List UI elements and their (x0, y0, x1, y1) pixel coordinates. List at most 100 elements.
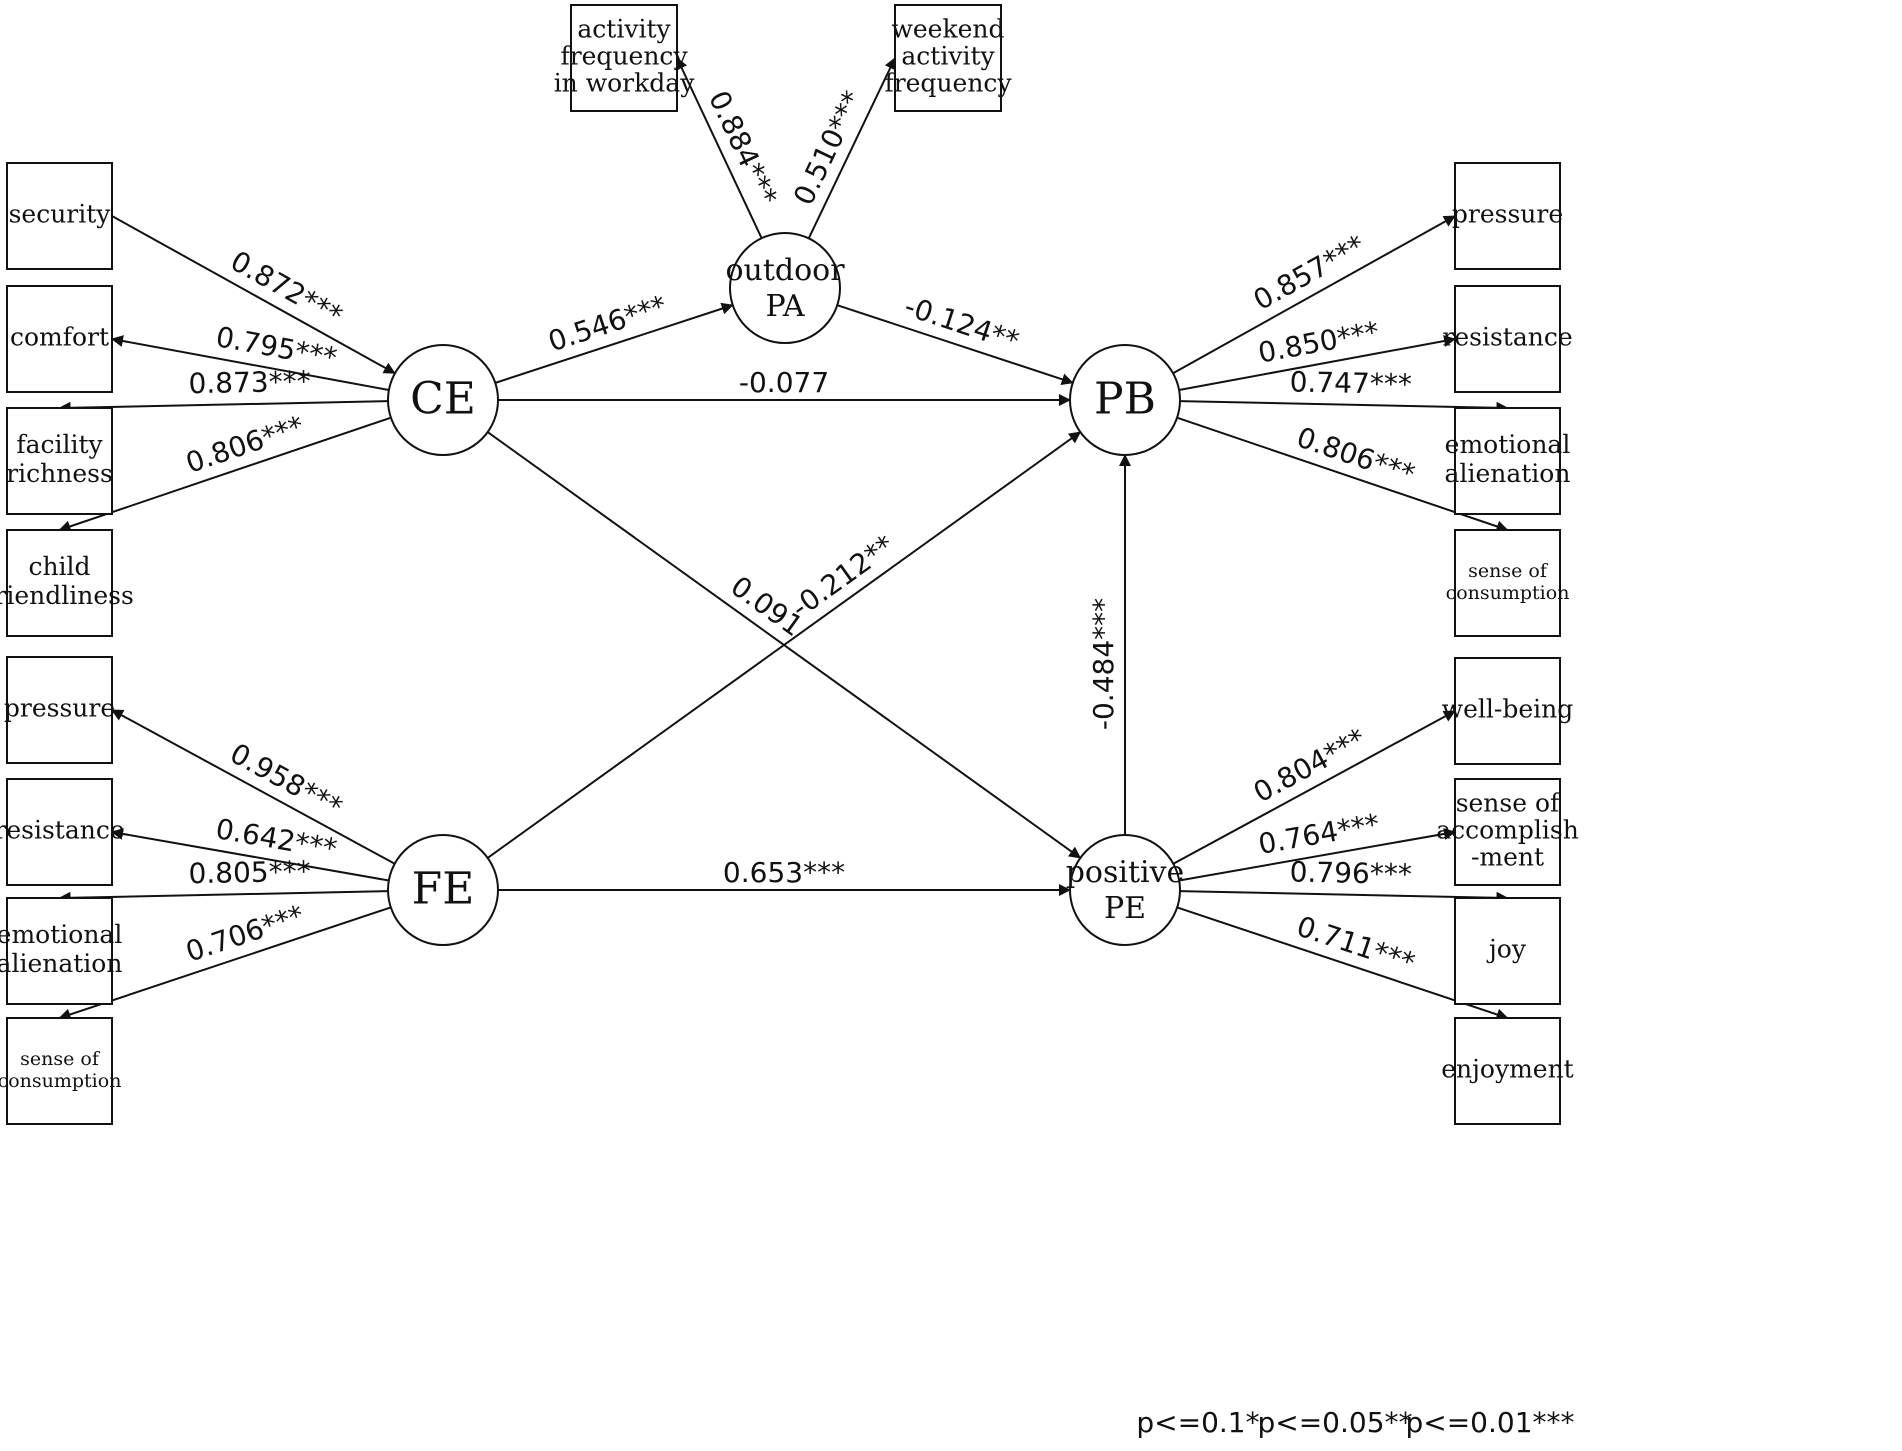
loading-label-ce-facility-richness: 0.873*** (188, 365, 311, 401)
indicator-label-ce-child-friendliness: friendliness (0, 581, 134, 610)
indicator-label-fe-resistance: resistance (0, 816, 125, 845)
indicator-box-fe-resistance (6, 778, 113, 886)
indicator-label-ce-comfort: comfort (10, 323, 109, 352)
path-label-fe-pe: 0.653*** (723, 856, 845, 889)
loading-label-pa-weekend-activity-frequency: 0.510*** (787, 86, 869, 210)
latent-ce (387, 344, 499, 456)
loading-edge-pb-pressure (1172, 215, 1456, 375)
indicator-box-fe-emotional-alienation (6, 897, 113, 1005)
indicator-box-pb-resistance (1454, 285, 1561, 393)
indicator-box-pb-sense-of-consumption (1454, 529, 1561, 637)
loading-edge-pe-sense-of-accomplish-ment (1178, 827, 1456, 882)
indicator-box-pe-joy (1454, 897, 1561, 1005)
latent-positive-pe (1069, 834, 1181, 946)
latent-fe (387, 834, 499, 946)
loading-edge-ce-facility-richness (58, 400, 389, 414)
loading-label-pa-activity-frequency-in-workday: 0.884*** (702, 86, 784, 211)
path-label-pe-pb: -0.484*** (1087, 598, 1120, 730)
indicator-label-pa-weekend-activity-frequency: frequency (884, 69, 1012, 98)
indicator-label-pa-weekend-activity-frequency: activity (901, 42, 995, 71)
indicator-label-fe-emotional-alienation: alienation (0, 949, 122, 978)
path-label-ce-pb: -0.077 (739, 366, 829, 399)
indicator-label-pa-activity-frequency-in-workday: frequency (560, 42, 688, 71)
indicator-label-fe-pressure: pressure (4, 694, 115, 723)
loading-edge-fe-sense-of-consumption (58, 906, 392, 1021)
indicator-box-pb-emotional-alienation (1454, 407, 1561, 515)
path-label-pa-pb: -0.124** (900, 289, 1023, 357)
loading-edge-pe-well-being (1172, 710, 1456, 865)
loading-label-ce-child-friendliness: 0.806*** (182, 409, 308, 479)
loading-edge-ce-comfort (111, 335, 390, 392)
indicator-label-ce-facility-richness: richness (6, 459, 113, 488)
latent-pb-label: PB (1094, 374, 1156, 425)
latent-outdoor-pa-label: outdoor (725, 253, 845, 288)
indicator-box-pb-pressure (1454, 162, 1561, 270)
loading-label-pe-sense-of-accomplish-ment: 0.764*** (1256, 807, 1382, 861)
indicator-label-ce-child-friendliness: child (28, 552, 90, 581)
indicator-label-pa-weekend-activity-frequency: weekend (891, 15, 1004, 44)
legend-item: p<=0.05** (1257, 1406, 1412, 1439)
latent-pb (1069, 344, 1181, 456)
loading-edge-pb-sense-of-consumption (1176, 416, 1509, 533)
loading-label-pb-emotional-alienation: 0.747*** (1289, 365, 1412, 401)
indicator-label-fe-sense-of-consumption: consumption (0, 1070, 121, 1092)
indicator-box-ce-facility-richness (6, 407, 113, 515)
indicator-box-pa-weekend-activity-frequency (894, 4, 1002, 112)
loading-label-fe-emotional-alienation: 0.805*** (188, 855, 311, 891)
indicator-label-pa-activity-frequency-in-workday: in workday (554, 69, 696, 98)
indicator-label-pe-joy: joy (1486, 935, 1527, 964)
indicator-label-pb-sense-of-consumption: sense of (1468, 560, 1549, 582)
latent-outdoor-pa-label: PA (765, 289, 804, 324)
significance-legend: p<=0.1*p<=0.05**p<=0.01*** (1136, 1406, 1574, 1439)
indicator-label-pb-emotional-alienation: alienation (1445, 459, 1571, 488)
loading-label-pb-resistance: 0.850*** (1256, 315, 1382, 370)
indicator-box-pe-sense-of-accomplish-ment (1454, 778, 1561, 886)
edges-layer (58, 57, 1509, 1021)
indicator-label-pb-sense-of-consumption: consumption (1446, 582, 1570, 604)
path-label-fe-pb: -0.212** (785, 529, 900, 625)
loading-edge-fe-pressure (111, 709, 396, 865)
loading-edge-pb-resistance (1178, 335, 1456, 391)
indicator-label-fe-emotional-alienation: emotional (0, 920, 122, 949)
legend-item: p<=0.1* (1136, 1406, 1259, 1439)
latent-fe-label: FE (412, 864, 475, 915)
indicator-label-pa-activity-frequency-in-workday: activity (577, 15, 671, 44)
loading-edge-pe-joy (1179, 890, 1509, 904)
path-edge-pa-pb (836, 304, 1074, 386)
indicator-label-pb-emotional-alienation: emotional (1445, 430, 1571, 459)
loading-edge-ce-security (111, 215, 396, 375)
loading-label-pe-joy: 0.796*** (1289, 855, 1412, 891)
indicator-box-pa-activity-frequency-in-workday (570, 4, 678, 112)
indicator-box-ce-security (6, 162, 113, 270)
loading-edge-pa-weekend-activity-frequency (807, 57, 896, 239)
loading-edge-fe-emotional-alienation (58, 890, 389, 904)
indicator-box-pe-enjoyment (1454, 1017, 1561, 1125)
indicator-box-ce-child-friendliness (6, 529, 113, 637)
indicator-label-pe-well-being: well-being (1442, 695, 1574, 724)
legend-item: p<=0.01*** (1405, 1406, 1574, 1439)
loading-label-pb-sense-of-consumption: 0.806*** (1293, 421, 1419, 492)
latent-positive-pe-label: positive (1066, 855, 1185, 890)
loading-edge-fe-resistance (111, 827, 389, 882)
path-label-ce-pa: 0.546*** (544, 289, 670, 358)
latent-positive-pe-label: PE (1104, 891, 1146, 926)
indicator-label-ce-facility-richness: facility (16, 430, 103, 459)
indicator-box-ce-comfort (6, 285, 113, 393)
loading-edge-pe-enjoyment (1176, 906, 1509, 1021)
latent-outdoor-pa (729, 232, 841, 344)
loading-edge-pa-activity-frequency-in-workday (676, 57, 763, 239)
indicator-label-pe-sense-of-accomplish-ment: -ment (1471, 843, 1544, 872)
indicator-label-pb-pressure: pressure (1452, 200, 1563, 229)
indicator-label-ce-security: security (9, 200, 112, 229)
latent-ce-label: CE (410, 374, 476, 425)
coefficient-labels-layer: 0.872***0.795***0.873***0.806***0.958***… (182, 86, 1419, 980)
loading-edge-pb-emotional-alienation (1179, 400, 1509, 414)
path-edge-fe-pb (487, 431, 1082, 859)
indicator-label-pe-sense-of-accomplish-ment: sense of (1456, 789, 1561, 818)
indicator-label-pb-resistance: resistance (1442, 323, 1572, 352)
loading-edge-ce-child-friendliness (58, 416, 392, 533)
indicator-box-fe-pressure (6, 656, 113, 764)
indicator-label-pe-enjoyment: enjoyment (1441, 1055, 1573, 1084)
